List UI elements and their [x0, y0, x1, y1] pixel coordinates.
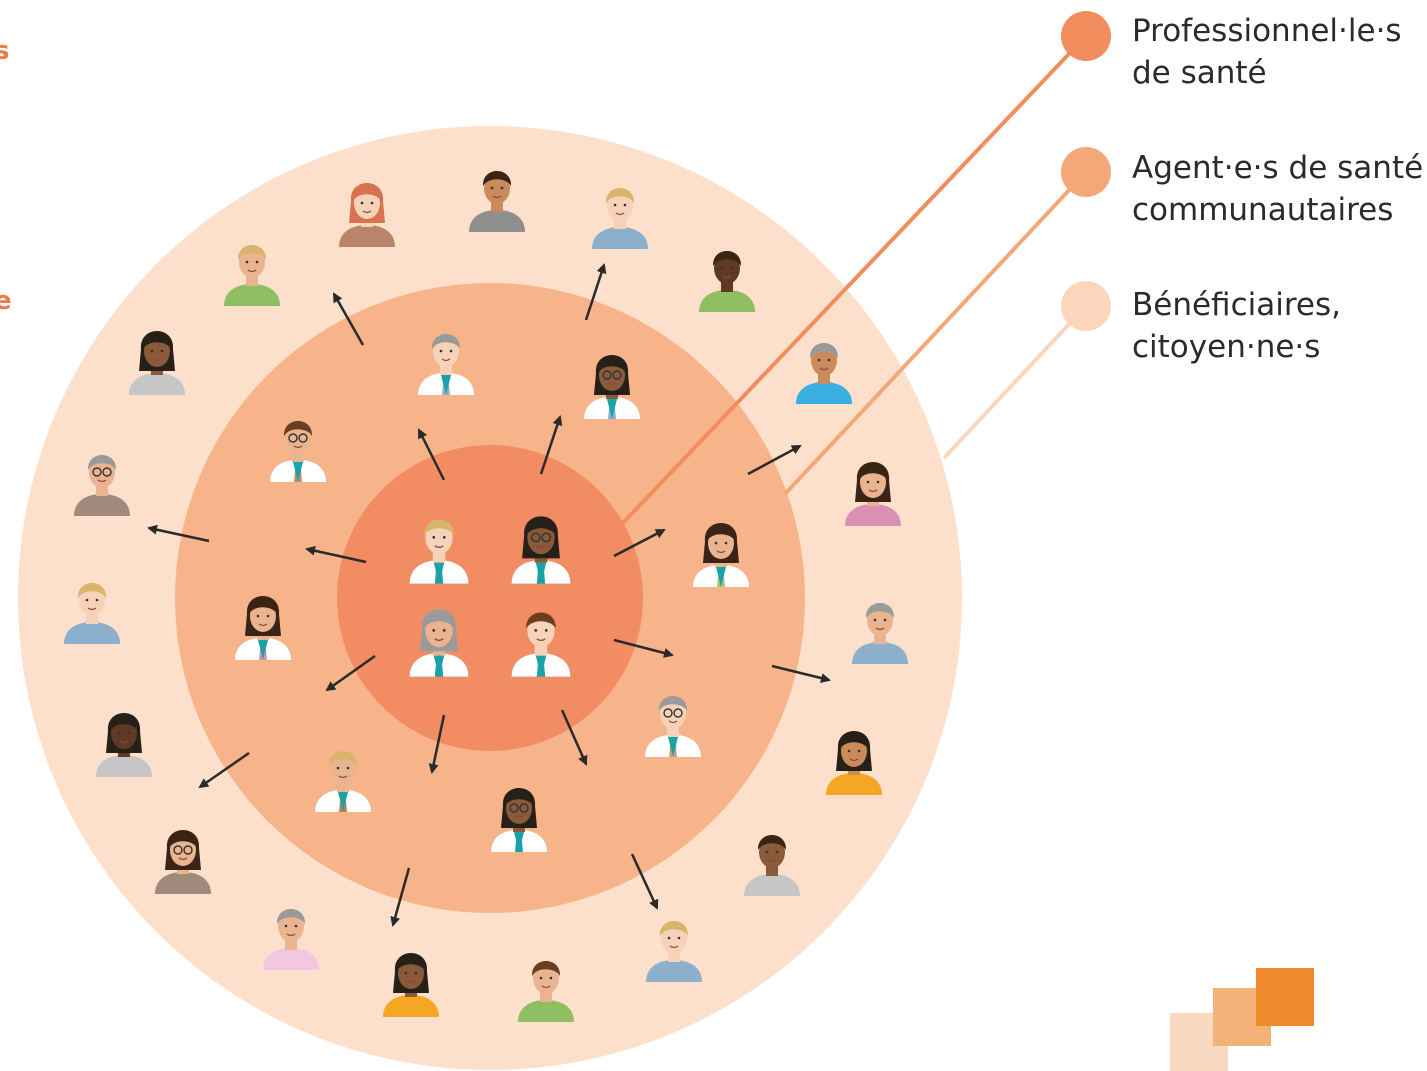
citizen-avatar-icon: [129, 331, 185, 395]
logo-square-dark: [1256, 968, 1314, 1026]
professionals-core: [337, 445, 643, 751]
citizen-avatar-icon: [852, 603, 908, 664]
legend-label-professionals: Professionnel·le·s de santé: [1132, 13, 1402, 91]
citizen-avatar-icon: [339, 183, 395, 247]
health-professional-avatar-icon: [409, 609, 469, 677]
citizen-avatar-icon: [64, 583, 120, 644]
community-health-agent-avatar-icon: [693, 523, 749, 587]
citizen-avatar-icon: [845, 462, 901, 526]
outward-arrow: [332, 292, 365, 346]
health-professional-avatar-icon: [511, 516, 571, 584]
outward-arrow: [390, 867, 411, 927]
community-health-agent-avatar-icon: [315, 751, 371, 812]
edge-fragment-middle: e: [0, 286, 12, 316]
connector-beneficiaries: [942, 304, 1088, 460]
health-professional-avatar-icon: [511, 612, 571, 677]
legend-label-beneficiaries: Bénéficiaires, citoyen·ne·s: [1132, 287, 1341, 365]
community-health-agent-avatar-icon: [584, 355, 640, 419]
outward-arrow: [584, 263, 607, 321]
citizen-avatar-icon: [96, 713, 152, 777]
outward-arrow: [630, 853, 659, 910]
citizen-avatar-icon: [469, 171, 525, 232]
citizen-avatar-icon: [646, 921, 702, 982]
citizen-avatar-icon: [263, 909, 319, 970]
citizen-avatar-icon: [796, 343, 852, 404]
legend-label-community-agents: Agent·e·s de santé communautaires: [1132, 150, 1424, 228]
outward-arrow: [325, 654, 376, 692]
outward-arrow: [428, 714, 446, 774]
citizen-avatar-icon: [518, 961, 574, 1022]
health-professional-avatar-icon: [409, 519, 469, 584]
outward-arrow: [198, 751, 250, 789]
community-health-agent-avatar-icon: [235, 596, 291, 660]
outward-arrow: [613, 638, 674, 658]
community-health-agent-avatar-icon: [491, 788, 547, 852]
community-health-agent-avatar-icon: [645, 696, 701, 757]
outward-arrow: [771, 664, 831, 683]
legend-dot-professionals: [1061, 11, 1111, 61]
citizen-avatar-icon: [74, 455, 130, 516]
legend-dot-beneficiaries: [1061, 281, 1111, 331]
citizen-avatar-icon: [383, 953, 439, 1017]
connector-community-agents: [783, 170, 1088, 496]
outward-arrow: [613, 528, 666, 558]
citizen-avatar-icon: [224, 245, 280, 306]
legend-dot-community-agents: [1061, 147, 1111, 197]
citizen-avatar-icon: [155, 830, 211, 894]
edge-fragment-top: s: [0, 36, 10, 66]
outward-arrow: [560, 709, 588, 766]
connector-professionals: [620, 34, 1088, 526]
community-health-agent-avatar-icon: [270, 421, 326, 482]
outward-arrow: [305, 545, 367, 564]
citizen-avatar-icon: [592, 188, 648, 249]
community-health-agent-avatar-icon: [418, 334, 474, 395]
outward-arrow: [539, 415, 563, 475]
citizen-avatar-icon: [826, 731, 882, 795]
citizen-avatar-icon: [744, 835, 800, 896]
outward-arrow: [417, 428, 446, 481]
citizen-avatar-icon: [699, 251, 755, 312]
outward-arrow: [747, 444, 802, 476]
outward-arrow: [147, 524, 210, 543]
